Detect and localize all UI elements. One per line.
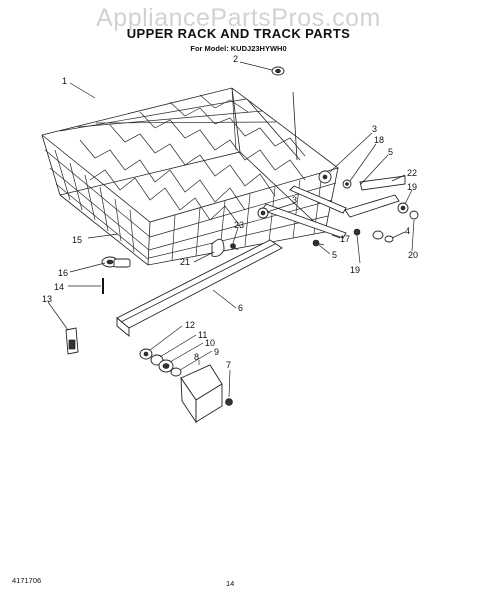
callout-21: 21	[180, 257, 190, 267]
page-title: UPPER RACK AND TRACK PARTS	[126, 26, 351, 41]
callout-labels: 1 2 3 18 5 22 19 3 4 20 23 17 15 5 19 21…	[42, 54, 418, 370]
callout-8: 8	[194, 352, 199, 362]
callout-3-lower: 3	[292, 195, 297, 205]
callout-2: 2	[233, 54, 238, 64]
document-number: 4171706	[12, 576, 42, 585]
callout-17: 17	[340, 234, 350, 244]
part-23-screw	[230, 243, 239, 251]
part-5-screw	[312, 239, 325, 247]
leader-lines	[47, 61, 415, 398]
part-22-bracket	[344, 175, 406, 218]
callout-20: 20	[408, 250, 418, 260]
callout-15: 15	[72, 235, 82, 245]
callout-19-lower: 19	[350, 265, 360, 275]
part-21-clip	[211, 238, 225, 257]
part-16-roller-assembly	[101, 256, 131, 268]
watermark: AppliancePartsPros.com	[96, 4, 381, 32]
callout-10: 10	[205, 338, 215, 348]
part-17-link	[257, 185, 347, 239]
right-hardware-group	[353, 202, 419, 243]
part-3-roller-upper	[318, 170, 332, 184]
model-subtitle: For Model: KUDJ23HYWH0	[190, 44, 287, 53]
callout-5-upper: 5	[388, 147, 393, 157]
callout-13: 13	[42, 294, 52, 304]
part-6-track-rail	[116, 239, 283, 337]
upper-rack-basket	[41, 87, 339, 266]
callout-6: 6	[238, 303, 243, 313]
parts-12-9-wheel-stack	[139, 348, 182, 377]
callout-11: 11	[198, 330, 207, 340]
callout-16: 16	[58, 268, 68, 278]
callout-3-upper: 3	[372, 124, 377, 134]
callout-14: 14	[54, 282, 64, 292]
callout-9: 9	[214, 347, 219, 357]
part-13-end-cap	[65, 327, 79, 355]
callout-12: 12	[185, 320, 195, 330]
part-18-stud	[342, 179, 352, 189]
part-8-cap	[180, 364, 223, 424]
page-number: 14	[226, 579, 235, 588]
part-7-screw	[225, 398, 233, 406]
callout-4: 4	[405, 226, 410, 236]
callout-22: 22	[407, 168, 417, 178]
callout-19-upper: 19	[407, 182, 417, 192]
callout-23: 23	[234, 220, 244, 230]
part-2-washer	[271, 66, 285, 76]
callout-1: 1	[62, 76, 67, 86]
callout-18: 18	[374, 135, 384, 145]
callout-7: 7	[226, 360, 231, 370]
callout-5-lower: 5	[332, 250, 337, 260]
